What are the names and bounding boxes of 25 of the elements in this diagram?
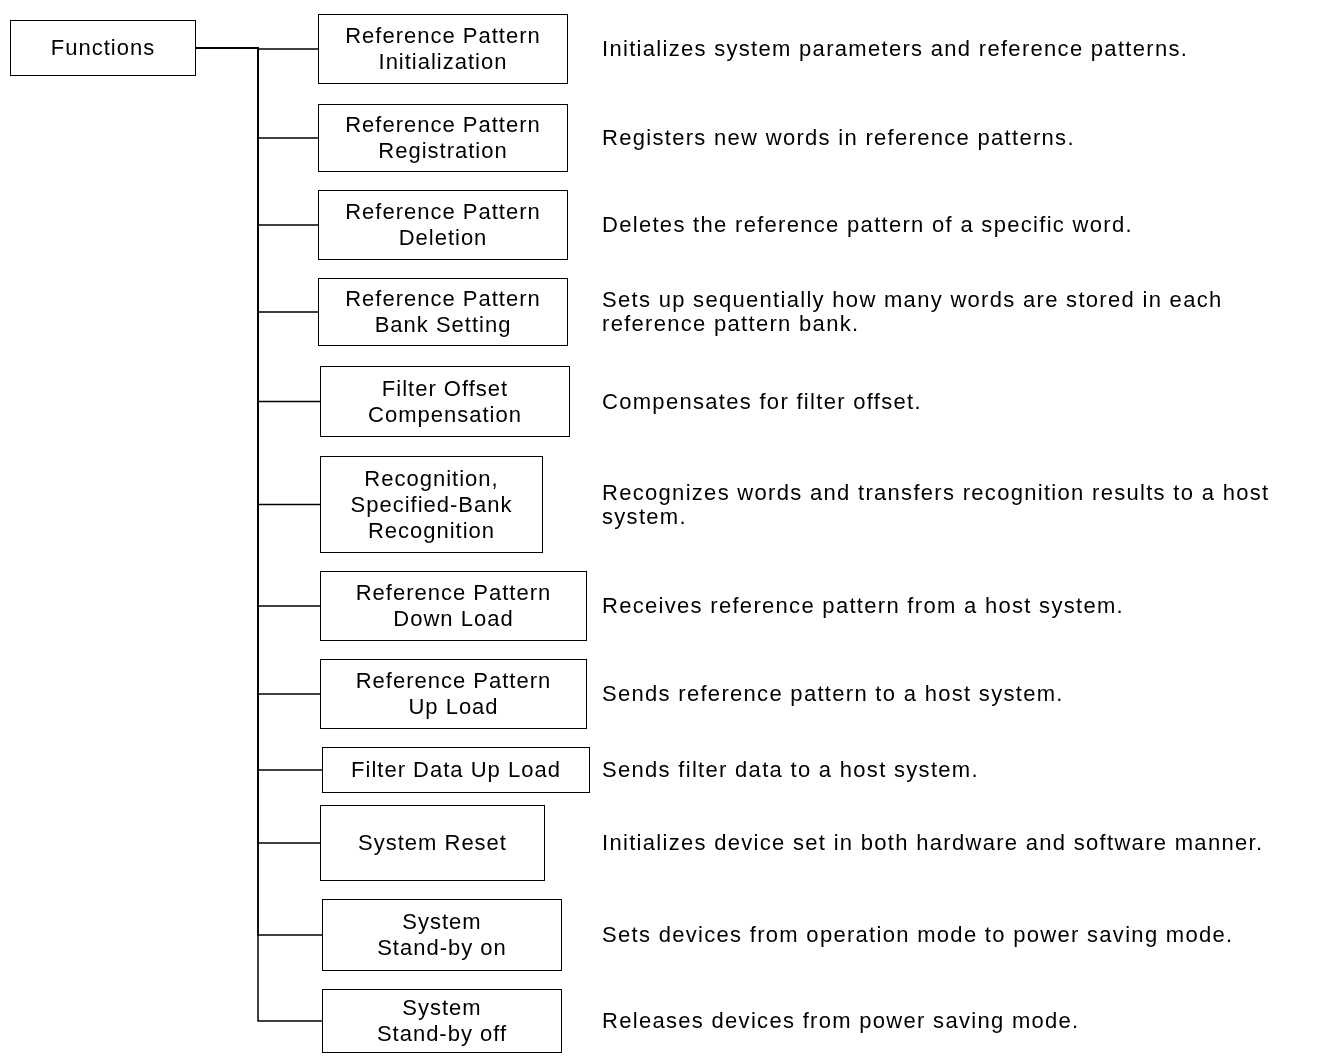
function-box: Filter Data Up Load bbox=[322, 747, 590, 793]
function-box: Reference Pattern Up Load bbox=[320, 659, 587, 729]
function-box: Reference Pattern Registration bbox=[318, 104, 568, 172]
description-text: Sends reference pattern to a host system. bbox=[602, 682, 1065, 706]
description-text: Receives reference pattern from a host system. bbox=[602, 594, 1125, 618]
function-box: System Stand-by on bbox=[322, 899, 562, 971]
description-text: Sets devices from operation mode to power saving mode. bbox=[602, 923, 1235, 947]
description-text: Initializes device set in both hardware and software manner. bbox=[602, 831, 1265, 855]
description-text: Initializes system parameters and reference patterns. bbox=[602, 37, 1190, 61]
function-box: Reference Pattern Deletion bbox=[318, 190, 568, 260]
description-text: Recognizes words and transfers recognition results to a host system. bbox=[602, 480, 1271, 529]
description-text: Sends filter data to a host system. bbox=[602, 758, 980, 782]
description-text: Compensates for filter offset. bbox=[602, 389, 923, 414]
description-text: Deletes the reference pattern of a specific word. bbox=[602, 213, 1134, 237]
function-box: System Stand-by off bbox=[322, 989, 562, 1053]
root-box: Functions bbox=[10, 20, 196, 76]
function-box: Recognition, Specified-Bank Recognition bbox=[320, 456, 543, 553]
function-box: Reference Pattern Initialization bbox=[318, 14, 568, 84]
description-text: Sets up sequentially how many words are stored in each reference pattern bank. bbox=[602, 288, 1224, 336]
description-text: Registers new words in reference patterns. bbox=[602, 126, 1076, 150]
function-box: Reference Pattern Down Load bbox=[320, 571, 587, 641]
function-box: Filter Offset Compensation bbox=[320, 366, 570, 437]
function-box: System Reset bbox=[320, 805, 545, 881]
description-text: Releases devices from power saving mode. bbox=[602, 1009, 1081, 1033]
function-box: Reference Pattern Bank Setting bbox=[318, 278, 568, 346]
